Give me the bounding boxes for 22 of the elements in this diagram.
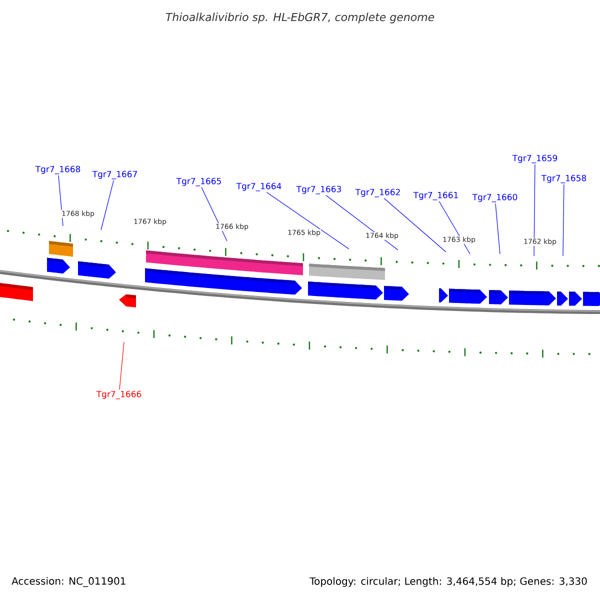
accession-text: Accession: NC_011901 xyxy=(12,577,126,587)
gene-label: Tgr7_1666 xyxy=(96,390,142,400)
gene-label: Tgr7_1662 xyxy=(355,188,400,198)
gene-label: Tgr7_1658 xyxy=(541,174,586,184)
leader-line xyxy=(266,192,350,250)
leader-line xyxy=(495,203,500,254)
gene-label: Tgr7_1665 xyxy=(176,178,221,186)
gene-label: Tgr7_1668 xyxy=(35,166,80,174)
gene-label: Tgr7_1664 xyxy=(236,182,282,192)
leader-line xyxy=(534,164,536,256)
leader-line xyxy=(201,187,228,242)
gene-label: Tgr7_1661 xyxy=(413,192,458,200)
gene-label: Tgr7_1663 xyxy=(296,186,341,194)
leader-line xyxy=(384,198,446,252)
genome-info-text: Topology: circular; Length: 3,464,554 bp; Genes: 3,330 xyxy=(310,577,587,587)
leader-line xyxy=(100,180,114,230)
gene-label: Tgr7_1667 xyxy=(92,170,137,180)
leader-line xyxy=(562,184,564,256)
title: Thioalkalivibrio sp. HL-EbGR7, complete genome xyxy=(166,12,434,24)
gene-label: Tgr7_1660 xyxy=(472,194,518,202)
leader-line xyxy=(119,342,124,390)
gene-label: Tgr7_1659 xyxy=(512,154,558,164)
